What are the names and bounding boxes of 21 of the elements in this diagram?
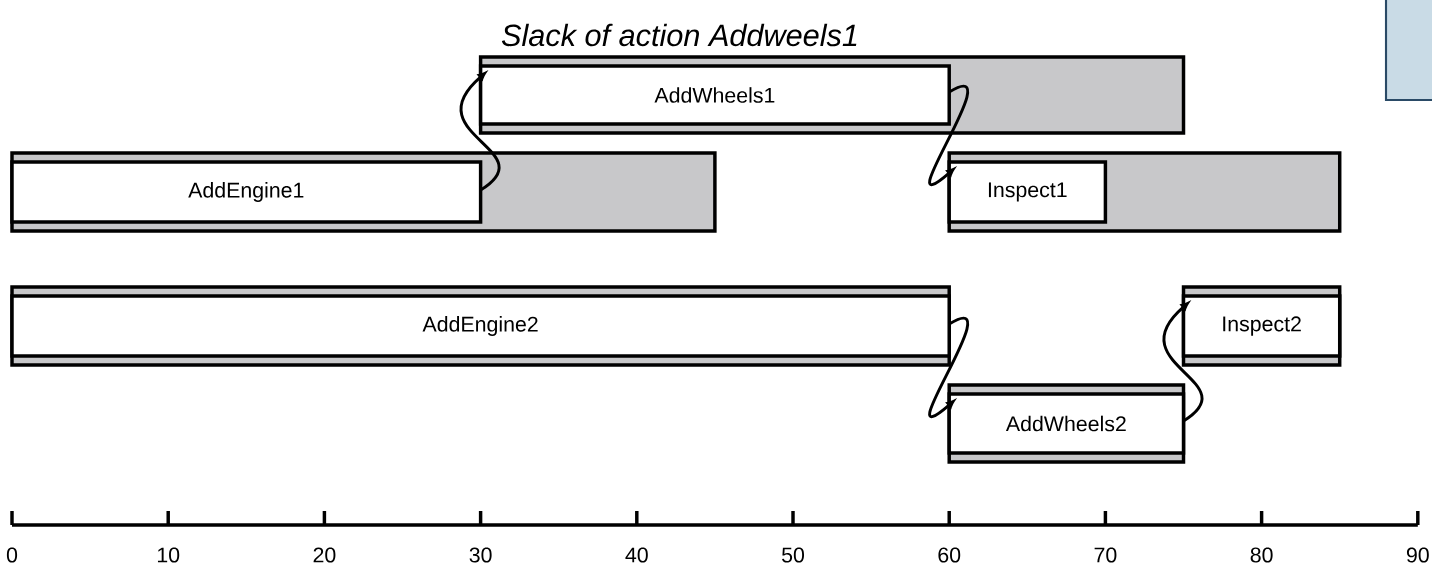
arrow [928,317,969,418]
tick-label: 90 [1406,547,1429,563]
tick-label: 30 [469,547,492,563]
tick-label: 0 [6,547,18,563]
tick-label: 60 [938,547,961,563]
tick-label: 50 [782,547,804,563]
action-box: AddWheels2 [947,392,1186,455]
tick-label: 70 [1094,547,1117,563]
action-box: AddEngine2 [10,294,951,358]
action-box: AddWheels1 [478,64,951,126]
tick-label: 80 [1250,547,1273,563]
tick-label: 40 [625,547,648,563]
action-box: AddEngine1 [10,160,483,224]
arrow [460,71,501,192]
tick-label: 10 [157,547,180,563]
title: Slack of action Addweels1 [501,23,857,47]
tick-label: 20 [313,547,336,563]
action-box: Inspect1 [947,160,1108,224]
arrow [928,85,969,186]
action-box: Inspect2 [1181,294,1342,358]
arrow [1162,301,1203,423]
